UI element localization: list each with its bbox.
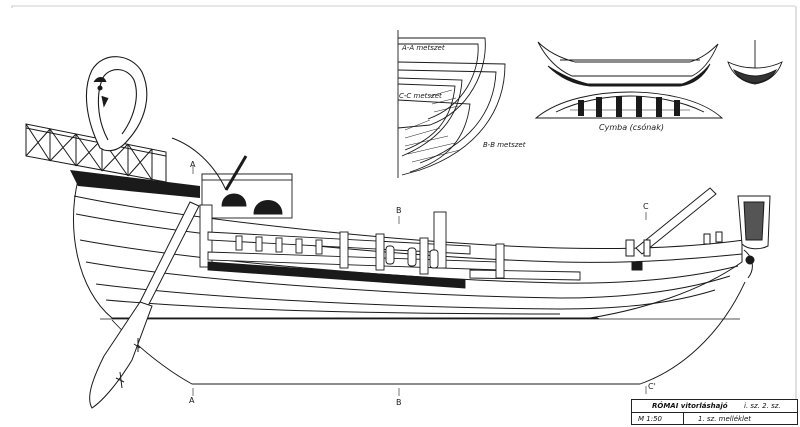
scale-text: M 1:50 xyxy=(638,415,662,423)
cut-mark-c-bottom: C' xyxy=(648,382,656,391)
stern-railing xyxy=(25,123,167,183)
cymba-end-view xyxy=(727,40,783,85)
cut-mark-a-top: A xyxy=(190,160,196,169)
cymba-top-view xyxy=(534,91,724,119)
section-label-aa: A-A metszet xyxy=(402,44,445,52)
steering-oar xyxy=(89,137,248,409)
section-label-cc: C-C metszet xyxy=(399,92,442,100)
section-profiles xyxy=(397,30,506,178)
deck-house xyxy=(201,173,293,219)
bulwark-rails xyxy=(199,204,581,289)
stern-hatching xyxy=(70,170,200,198)
title-text: RÓMAI vitorláshajó xyxy=(652,402,728,410)
sheet-frame xyxy=(11,5,797,420)
cut-mark-b-bottom: B xyxy=(396,398,402,407)
bow-spar xyxy=(625,187,723,271)
title-block: RÓMAI vitorláshajó i. sz. 2. sz. M 1:50 … xyxy=(631,399,798,425)
boat-caption: Cymba (csónak) xyxy=(599,123,664,132)
cymba-side-view xyxy=(537,41,719,87)
cut-mark-a-bottom: A xyxy=(189,396,195,405)
section-cut-lines xyxy=(192,166,647,396)
sheet-text: 1. sz. melléklet xyxy=(698,415,752,423)
swan-figurehead xyxy=(85,56,148,152)
bow-ornament xyxy=(737,195,771,279)
period-text: i. sz. 2. sz. xyxy=(744,402,781,410)
cut-mark-b-top: B xyxy=(396,206,402,215)
cut-mark-c-top: C xyxy=(643,202,649,211)
section-label-bb: B-B metszet xyxy=(483,141,526,149)
